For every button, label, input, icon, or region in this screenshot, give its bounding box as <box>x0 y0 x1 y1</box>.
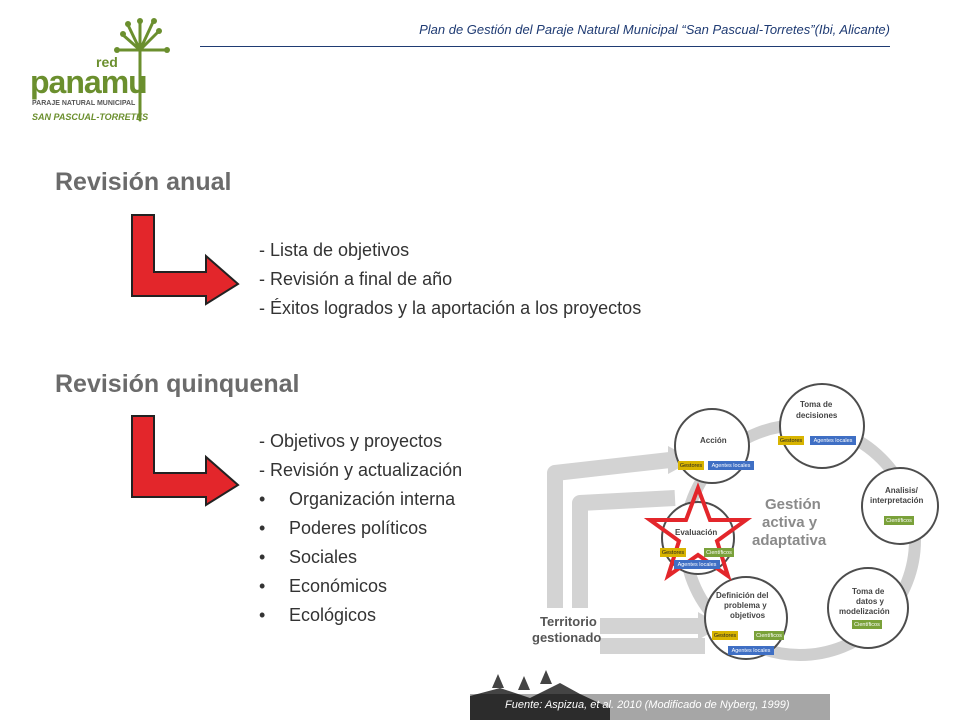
node-label: datos y <box>856 597 885 606</box>
diagram-center-label: adaptativa <box>752 532 827 549</box>
tag-cientificos: Científicos <box>704 548 734 557</box>
sub-list-item: •Sociales <box>259 547 358 567</box>
tag-agentes: Agentes locales <box>728 646 774 655</box>
tag-cientificos: Científicos <box>852 620 882 629</box>
tag-agentes: Agentes locales <box>708 461 754 470</box>
source-banner <box>470 694 830 720</box>
node-label: decisiones <box>796 411 838 420</box>
sub-list-item: •Ecológicos <box>259 605 377 625</box>
source-text: Fuente: Aspizua, et al. 2010 (Modificado… <box>505 699 790 711</box>
tag-gestores: Gestores <box>678 461 704 470</box>
header-title: Plan de Gestión del Paraje Natural Munic… <box>419 22 890 37</box>
node-toma-datos <box>827 567 909 649</box>
star-icon <box>643 482 753 582</box>
node-analisis <box>861 467 939 545</box>
list-item: - Lista de objetivos <box>259 240 410 260</box>
territory-label: Territorio <box>540 614 597 629</box>
annual-list: - Lista de objetivos - Revisión a final … <box>259 236 641 323</box>
list-item: - Revisión y actualización <box>259 460 463 480</box>
elbow-arrow-icon <box>131 415 240 507</box>
tag-cientificos: Científicos <box>754 631 784 640</box>
tag-agentes: Agentes locales <box>674 560 720 569</box>
logo-panamu: panamu <box>30 64 148 100</box>
logo-place: SAN PASCUAL-TORRETES <box>32 112 149 122</box>
logo: red panamu PARAJE NATURAL MUNICIPAL SAN … <box>28 10 208 130</box>
adaptive-management-diagram: Gestión activa y adaptativa Territorio g… <box>470 378 960 720</box>
list-item: - Éxitos logrados y la aportación a los … <box>259 298 642 318</box>
elbow-arrow-icon <box>131 214 240 306</box>
list-item: - Revisión a final de año <box>259 269 453 289</box>
node-label: Definición del <box>716 591 769 600</box>
node-toma-decisiones <box>779 383 865 469</box>
node-label: Analisis/ <box>885 486 918 495</box>
diagram-center-label: activa y <box>762 514 818 531</box>
section-title-annual: Revisión anual <box>55 168 232 196</box>
list-item: - Objetivos y proyectos <box>259 431 443 451</box>
node-label: problema y <box>724 601 767 610</box>
tag-gestores: Gestores <box>660 548 686 557</box>
logo-red: red <box>96 54 118 70</box>
palm-tree-icon <box>114 18 170 122</box>
node-label: Acción <box>700 436 727 445</box>
logo-subtitle: PARAJE NATURAL MUNICIPAL <box>32 100 136 107</box>
territory-label: gestionado <box>532 630 602 645</box>
sub-list-item: •Poderes políticos <box>259 518 428 538</box>
tag-cientificos: Científicos <box>884 516 914 525</box>
tag-gestores: Gestores <box>778 436 804 445</box>
node-label: interpretación <box>870 496 924 505</box>
node-label: modelización <box>839 607 890 616</box>
diagram-center-label: Gestión <box>765 496 821 513</box>
node-accion <box>674 408 750 484</box>
section-title-quinquennial: Revisión quinquenal <box>55 370 300 398</box>
sub-list-item: •Económicos <box>259 576 388 596</box>
node-label: objetivos <box>730 611 766 620</box>
header-rule <box>200 46 890 47</box>
tag-agentes: Agentes locales <box>810 436 856 445</box>
node-label: Toma de <box>852 587 885 596</box>
node-label: Evaluación <box>675 528 718 537</box>
tag-gestores: Gestores <box>712 631 738 640</box>
quinquennial-list: - Objetivos y proyectos - Revisión y act… <box>259 427 462 630</box>
sub-list-item: •Organización interna <box>259 489 456 509</box>
node-label: Toma de <box>800 400 833 409</box>
